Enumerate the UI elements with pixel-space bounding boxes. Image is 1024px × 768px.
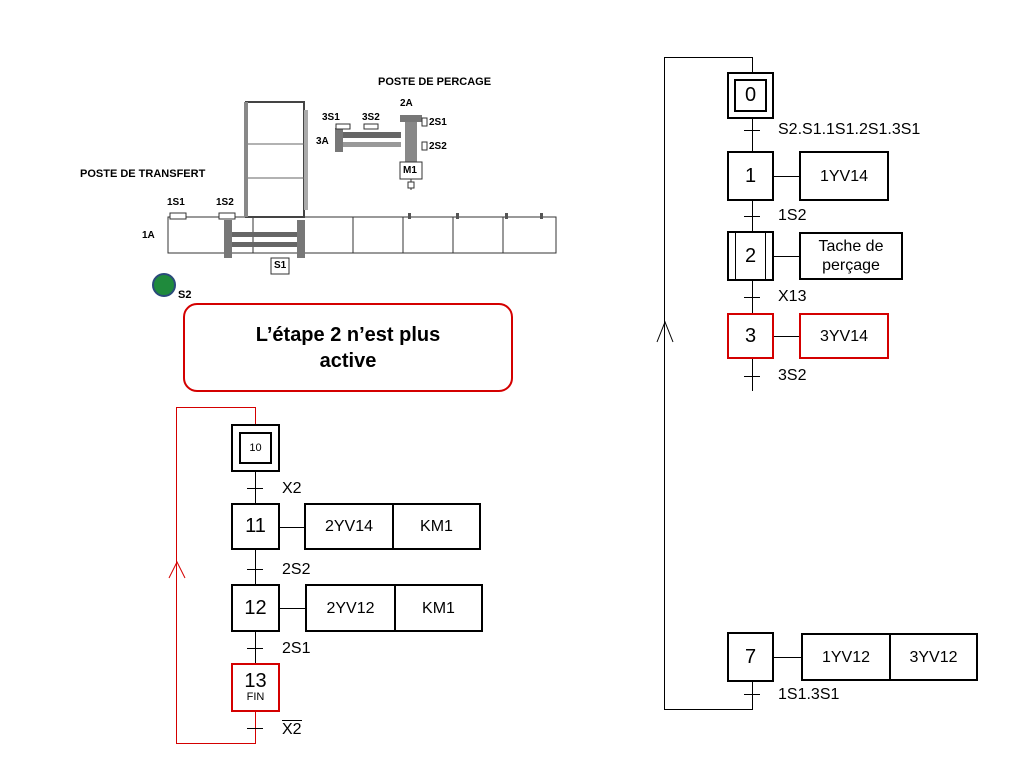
action-tache-line-2: perçage — [822, 257, 880, 274]
action-3yv12: 3YV12 — [889, 633, 978, 681]
main-loop-top-line — [664, 57, 752, 58]
transition-7-label: 1S1.3S1 — [778, 686, 840, 703]
action-3yv12-label: 3YV12 — [909, 648, 958, 666]
spine-gap — [750, 391, 755, 632]
label-1a: 1A — [142, 230, 155, 241]
label-poste-percage: POSTE DE PERCAGE — [378, 76, 492, 88]
label-s1: S1 — [274, 260, 287, 271]
action-km1-a: KM1 — [392, 503, 481, 550]
label-m1: M1 — [403, 165, 417, 176]
schematic-drawing — [152, 101, 557, 297]
transition-12-label: 2S1 — [282, 640, 311, 657]
action-2yv12-label: 2YV12 — [326, 599, 375, 617]
transition-2-tick — [744, 297, 760, 298]
step-13-tag: FIN — [246, 691, 265, 703]
action-2yv14-label: 2YV14 — [324, 518, 374, 535]
action-3yv14: 3YV14 — [799, 313, 889, 359]
step-1-label: 1 — [744, 164, 757, 187]
label-3a: 3A — [316, 136, 329, 147]
label-1s2: 1S2 — [216, 197, 234, 208]
step-11-label: 11 — [245, 515, 266, 537]
label-3s1: 3S1 — [322, 112, 340, 123]
label-1s1: 1S1 — [167, 197, 185, 208]
action-1yv14: 1YV14 — [799, 151, 889, 201]
step-2-action-link — [774, 256, 800, 257]
transition-0-label: S2.S1.1S1.2S1.3S1 — [778, 121, 921, 138]
action-2yv12: 2YV12 — [305, 584, 396, 632]
transition-12-tick — [247, 648, 263, 649]
sub-loop-arrow — [168, 560, 186, 579]
step-11: 11 — [231, 503, 280, 550]
action-3yv14-label: 3YV14 — [819, 327, 869, 345]
action-tache-line-1: Tache de — [818, 238, 884, 255]
main-loop-return-line — [664, 57, 665, 710]
transition-0-tick — [744, 130, 760, 131]
step-13: 13 FIN — [231, 663, 280, 712]
step-3-label: 3 — [744, 324, 757, 347]
transition-3-tick — [744, 376, 760, 377]
action-km1-b: KM1 — [394, 584, 483, 632]
step-1-action-link — [774, 176, 800, 177]
label-2a: 2A — [400, 98, 413, 109]
label-s2: S2 — [178, 289, 192, 301]
action-km1-b-label: KM1 — [422, 599, 455, 617]
transition-10-tick — [247, 488, 263, 489]
step-7-label: 7 — [744, 645, 757, 668]
machine-schematic: POSTE DE PERCAGE POSTE DE TRANSFERT 2A 3… — [78, 70, 568, 310]
action-1yv12-label: 1YV12 — [821, 648, 871, 666]
sub-loop-top-drop — [255, 407, 256, 425]
label-3s2: 3S2 — [362, 112, 380, 123]
step-7-action-link — [774, 657, 802, 658]
sub-loop-bottom-line — [176, 743, 256, 744]
label-2s1: 2S1 — [429, 117, 447, 128]
step-3-action-link — [774, 336, 800, 337]
transition-11-label: 2S2 — [282, 561, 311, 578]
transition-13-label: X2 — [282, 720, 302, 738]
main-loop-bottom-line — [664, 709, 752, 710]
transition-1-tick — [744, 216, 760, 217]
action-2yv14: 2YV14 — [304, 503, 394, 550]
transition-1-label: 1S2 — [778, 207, 807, 224]
callout-line-2: active — [319, 349, 377, 372]
step-0-label: 0 — [744, 84, 757, 106]
transition-3-label: 3S2 — [778, 367, 807, 384]
main-loop-arrow — [656, 320, 674, 343]
step-2-label: 2 — [744, 244, 757, 267]
step-0: 0 — [727, 72, 774, 119]
status-callout: L’étape 2 n’est plus active — [183, 303, 513, 392]
transition-2-label: X13 — [778, 288, 807, 305]
step-10-label: 10 — [249, 442, 262, 454]
step-12-action-link — [280, 608, 306, 609]
step-13-label: 13 — [244, 670, 267, 692]
sub-loop-top-line — [176, 407, 256, 408]
action-tache-percage: Tache de perçage — [799, 232, 903, 280]
sub-loop-left-line — [176, 407, 177, 744]
step-1: 1 — [727, 151, 774, 201]
step-11-action-link — [280, 527, 305, 528]
action-km1-a-label: KM1 — [420, 518, 453, 535]
step-12: 12 — [231, 584, 280, 632]
step-7: 7 — [727, 632, 774, 682]
action-1yv12: 1YV12 — [801, 633, 891, 681]
main-spine-line — [752, 57, 753, 710]
callout-line-1: L’étape 2 n’est plus — [255, 323, 441, 346]
transition-11-tick — [247, 569, 263, 570]
step-3-active: 3 — [727, 313, 774, 359]
step-12-label: 12 — [244, 596, 267, 619]
transition-7-tick — [744, 694, 760, 695]
label-2s2: 2S2 — [429, 141, 447, 152]
label-poste-transfert: POSTE DE TRANSFERT — [80, 168, 206, 180]
step-2: 2 — [727, 231, 774, 281]
s2-sensor-indicator — [152, 273, 176, 297]
transition-13-tick — [247, 728, 263, 729]
step-10: 10 — [231, 424, 280, 472]
action-1yv14-label: 1YV14 — [819, 167, 869, 185]
transition-10-label: X2 — [282, 480, 302, 497]
